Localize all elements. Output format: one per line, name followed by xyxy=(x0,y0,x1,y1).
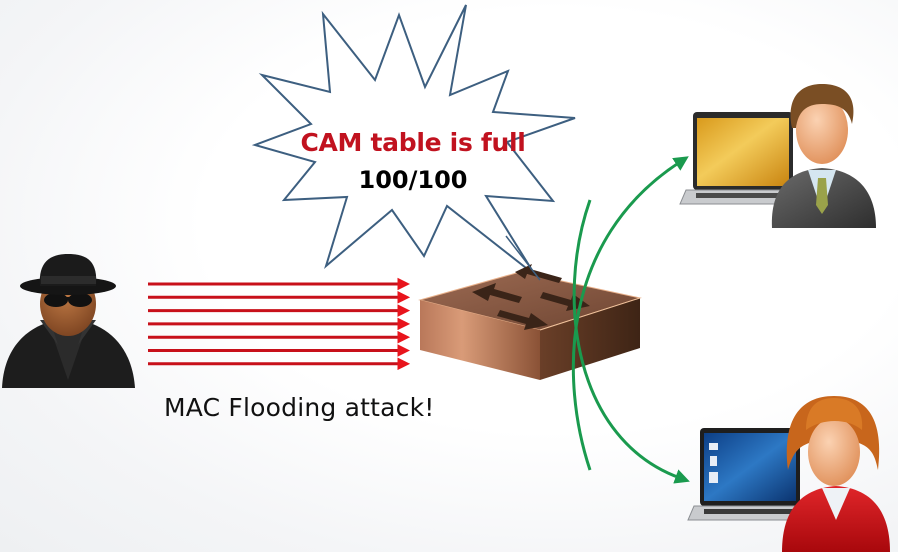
switch-arrows-icon xyxy=(472,264,590,330)
callout-burst xyxy=(251,4,576,276)
woman-laptop-icon xyxy=(687,396,890,552)
forward-arrow-bottom xyxy=(572,199,690,484)
attack-label: MAC Flooding attack! xyxy=(164,393,435,422)
laptop-blue-icon xyxy=(687,428,813,521)
hacker-icon xyxy=(2,254,135,388)
laptop-gold-icon xyxy=(679,112,807,205)
switch-icon xyxy=(418,264,642,380)
flood-arrows xyxy=(148,277,411,371)
forward-arrow-top xyxy=(571,156,689,471)
callout-title: CAM table is full xyxy=(300,128,526,157)
businessman-laptop-icon xyxy=(679,84,876,228)
cam-table-count: 100/100 xyxy=(358,166,468,194)
callout-pointer xyxy=(505,235,541,281)
